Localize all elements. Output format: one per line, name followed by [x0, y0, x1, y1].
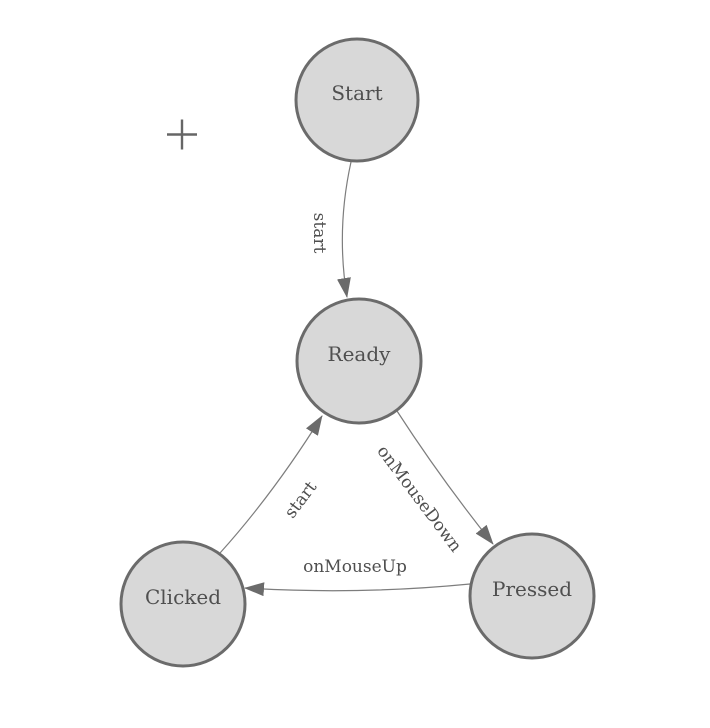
state-node-pressed-circle[interactable] — [468, 532, 596, 660]
state-node-start-circle[interactable] — [294, 37, 420, 163]
edge-label-start-diagonal: start — [281, 478, 322, 523]
crosshair-cursor-icon — [167, 119, 197, 150]
edge-label-onmouseup: onMouseUp — [303, 557, 407, 577]
edge-label-start-vertical: start — [309, 213, 329, 254]
state-node-start[interactable]: Start — [294, 37, 420, 163]
state-node-ready-circle[interactable] — [295, 297, 423, 425]
state-node-pressed[interactable]: Pressed — [468, 532, 596, 660]
state-node-clicked-circle[interactable] — [119, 540, 247, 668]
state-node-clicked[interactable]: Clicked — [119, 540, 247, 668]
edge-label-onmousedown: onMouseDown — [373, 442, 466, 556]
transition-edge-pressed-to-clicked[interactable] — [244, 582, 471, 597]
transition-edge-clicked-to-ready[interactable] — [219, 415, 323, 554]
state-node-ready[interactable]: Ready — [295, 297, 423, 425]
transition-edge-ready-to-pressed[interactable] — [396, 410, 494, 545]
transition-edge-start-to-ready[interactable] — [337, 161, 352, 298]
